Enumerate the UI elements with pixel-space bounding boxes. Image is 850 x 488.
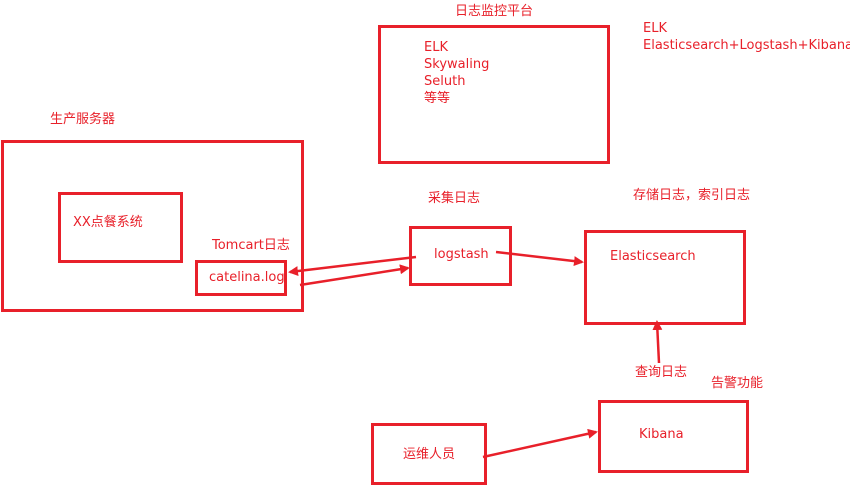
- logstash-box: logstash: [409, 226, 512, 286]
- ops-staff-label: 运维人员: [403, 447, 456, 462]
- production-server-box: [1, 140, 304, 312]
- kibana-box: Kibana: [598, 400, 749, 473]
- elasticsearch-label: Elasticsearch: [610, 249, 696, 264]
- query-log-caption: 查询日志: [635, 365, 688, 380]
- tool-skywaling: Skywaling: [424, 57, 490, 72]
- arrow-catalina-to-logstash: [299, 264, 410, 287]
- elk-note-line2: Elasticsearch+Logstash+Kibana: [643, 38, 850, 53]
- arrow-logstash-to-catalina: [288, 255, 417, 277]
- catalina-log-box: catelina.log: [195, 260, 287, 296]
- collect-log-caption: 采集日志: [428, 191, 481, 206]
- arrow-ops-to-kibana: [482, 428, 598, 459]
- storage-caption: 存储日志，索引日志: [633, 188, 751, 203]
- order-system-box: XX点餐系统: [58, 192, 183, 263]
- elasticsearch-box: Elasticsearch: [584, 230, 746, 325]
- log-platform-box: ELK Skywaling Seluth 等等: [378, 25, 610, 164]
- log-platform-title: 日志监控平台: [455, 4, 534, 19]
- catalina-log-label: catelina.log: [209, 270, 285, 285]
- alert-caption: 告警功能: [711, 376, 764, 391]
- kibana-label: Kibana: [639, 427, 684, 442]
- tool-etc: 等等: [424, 91, 451, 106]
- tool-seluth: Seluth: [424, 74, 466, 89]
- order-system-label: XX点餐系统: [73, 215, 143, 230]
- logstash-label: logstash: [434, 247, 489, 262]
- log-platform-tools: ELK Skywaling Seluth 等等: [424, 39, 489, 107]
- ops-staff-box: 运维人员: [371, 423, 487, 485]
- arrow-query-to-elasticsearch: [652, 320, 663, 364]
- tomcat-log-caption: Tomcart日志: [212, 238, 290, 253]
- elk-note: ELK Elasticsearch+Logstash+Kibana: [643, 20, 850, 54]
- production-server-title: 生产服务器: [50, 112, 116, 127]
- elk-note-line1: ELK: [643, 21, 667, 36]
- tool-elk: ELK: [424, 40, 448, 55]
